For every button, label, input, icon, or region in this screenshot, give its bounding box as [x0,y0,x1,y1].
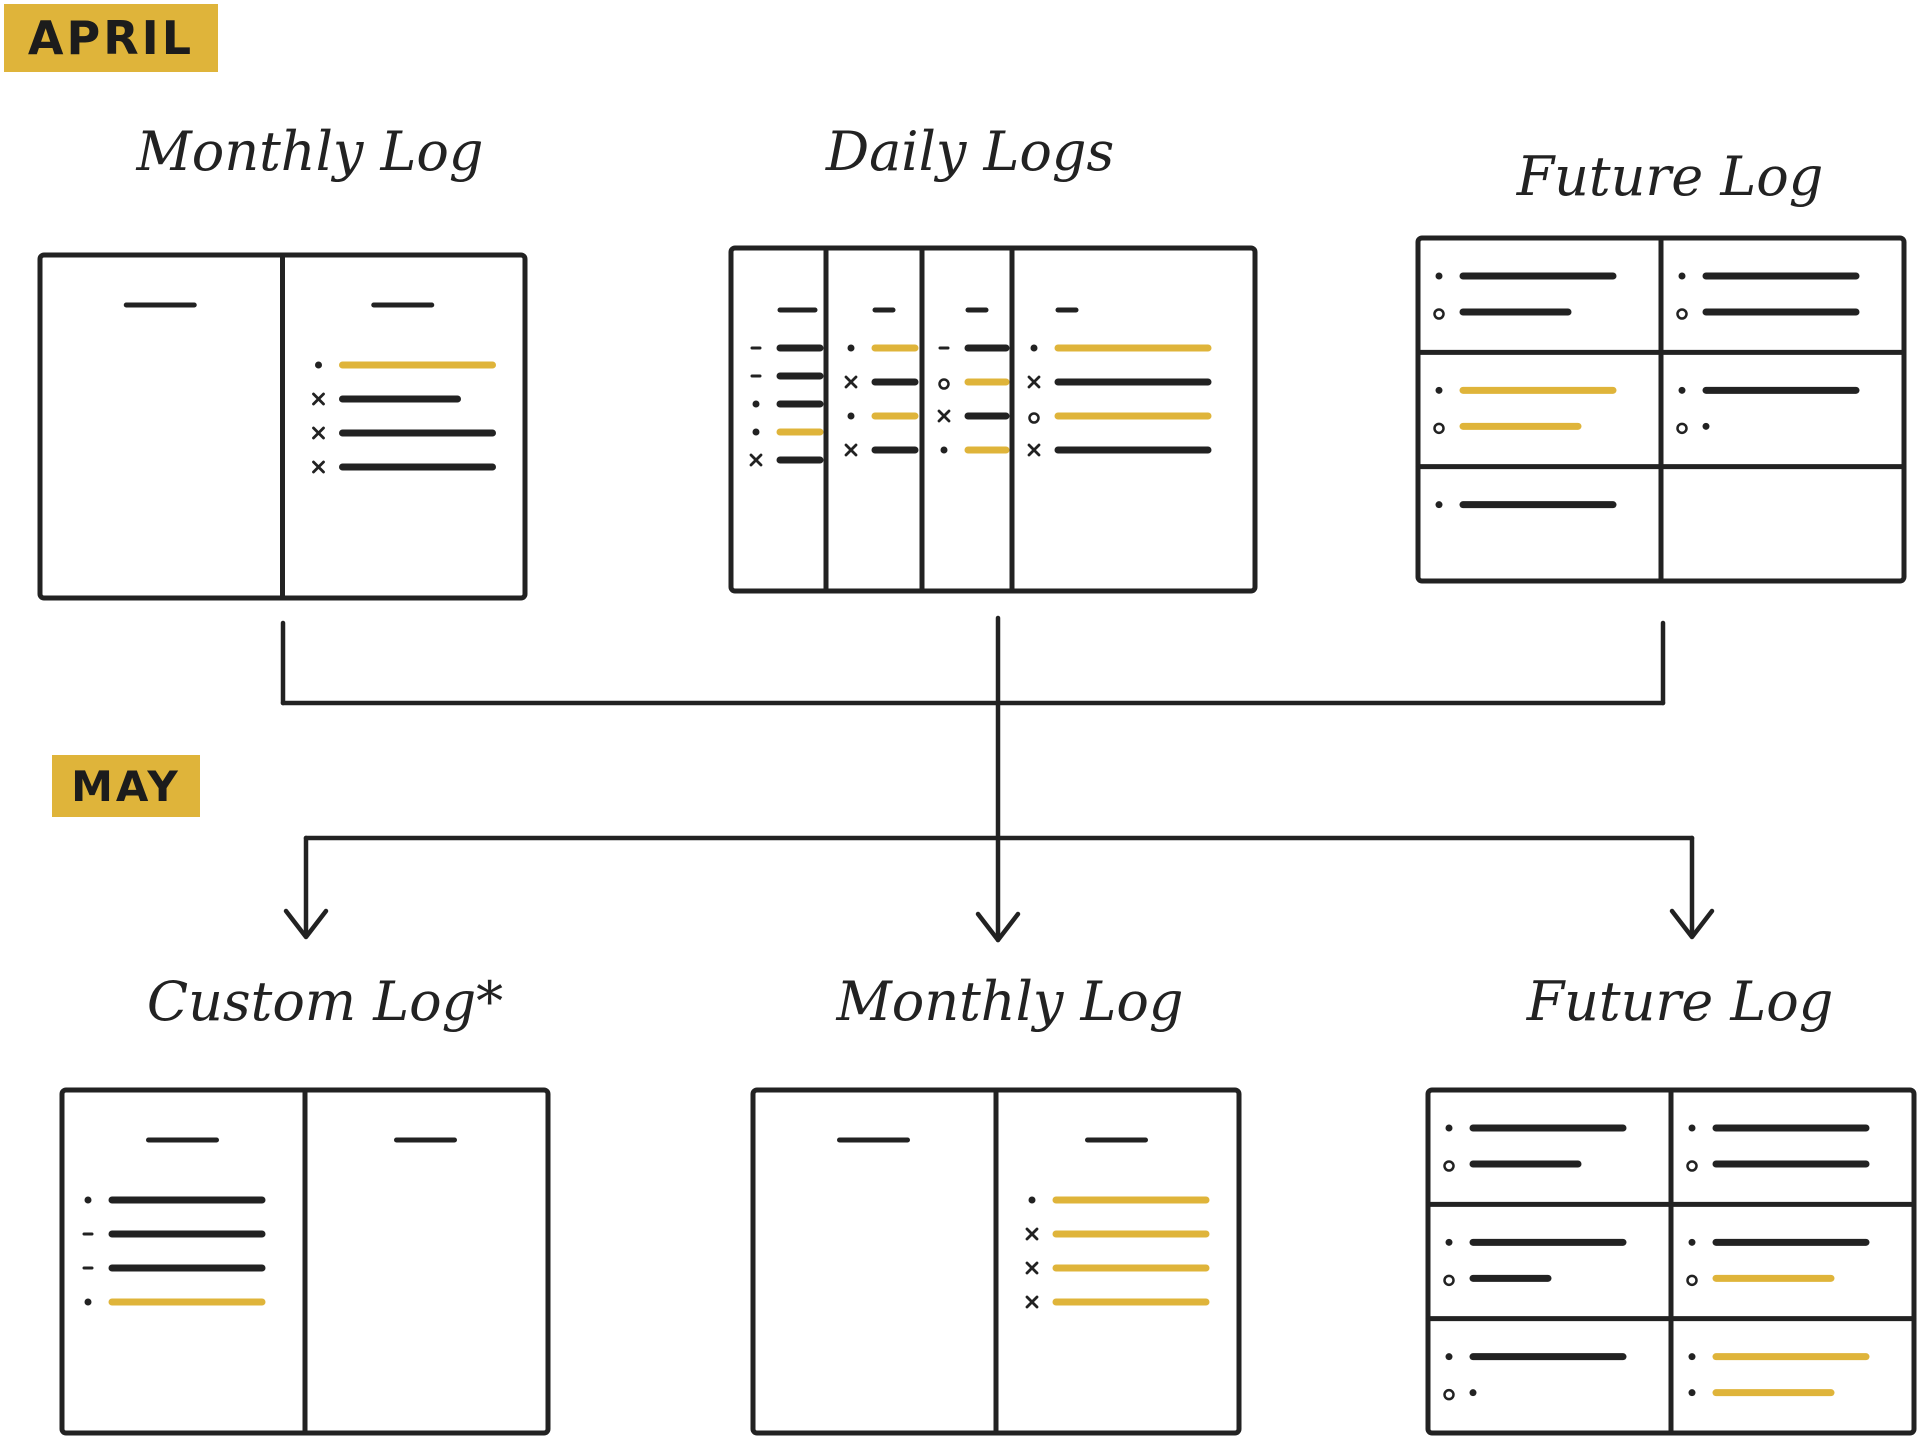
bullet-dot-icon [940,446,948,454]
bullet-dot-icon [84,1298,92,1306]
bullet-x-icon [844,443,858,457]
bullet-circle-icon [1028,412,1040,424]
bullet-circle-icon [1676,308,1688,320]
bullet-circle-icon [1443,1160,1455,1172]
bullet-dot-icon [1445,1238,1453,1246]
may-future-log-title: Future Log [1526,970,1834,1033]
bullet-dot-icon [315,361,322,369]
bullet-x-icon [312,460,325,474]
bullet-dot-icon [1678,386,1686,394]
bullet-x-icon [1027,443,1041,457]
april-future-log-title: Future Log [1516,145,1824,208]
bullet-x-icon [312,392,325,406]
daily-logs-stack [728,245,1258,594]
bullet-dot-icon [1435,272,1443,280]
bullet-dot-icon [752,400,760,408]
bullet-dot-icon [752,428,760,436]
bullet-x-icon [1025,1261,1039,1275]
bullet-dot-icon [84,1196,92,1204]
may-tag: MAY [52,755,200,817]
arrow-down-icon [283,908,329,940]
bullet-x-icon [1025,1227,1039,1241]
april-daily-logs-title: Daily Logs [825,120,1115,183]
bullet-dot-icon [1688,1389,1696,1397]
may-custom-log-title: Custom Log* [146,970,504,1033]
bullet-dot-icon [1688,1124,1696,1132]
bullet-dot-icon [1445,1124,1453,1132]
bullet-circle-icon [1443,1274,1455,1287]
arrow-down-icon [1669,908,1715,940]
bullet-x-icon [1027,375,1041,389]
bullet-dot-icon [847,344,855,352]
arrow-down-icon [975,911,1021,943]
bullet-x-icon [749,453,763,467]
bullet-dot-icon [847,412,855,420]
bullet-dot-icon [1445,1353,1453,1361]
bullet-x-icon [937,409,951,423]
bullet-dot-icon [1688,1353,1696,1361]
bullet-dot-icon [1435,386,1443,394]
bullet-dot-icon [1030,344,1038,352]
bullet-circle-icon [1686,1160,1698,1172]
bullet-dot-icon [1678,272,1686,280]
bullet-circle-icon [938,378,950,390]
bullet-circle-icon [1433,308,1445,320]
bullet-x-icon [312,426,325,440]
bullet-x-icon [1025,1295,1039,1309]
bullet-x-icon [844,375,858,389]
may-monthly-log-title: Monthly Log [836,970,1184,1033]
bullet-dot-icon [1688,1238,1696,1246]
bullet-circle-icon [1676,422,1688,435]
april-monthly-log-title: Monthly Log [136,120,484,183]
bullet-circle-icon [1686,1274,1698,1287]
bullet-circle-icon [1443,1388,1455,1401]
bullet-dot-icon [1435,501,1443,509]
bullet-dot-icon [1028,1196,1036,1204]
bullet-circle-icon [1433,422,1445,435]
april-tag: APRIL [4,4,218,72]
